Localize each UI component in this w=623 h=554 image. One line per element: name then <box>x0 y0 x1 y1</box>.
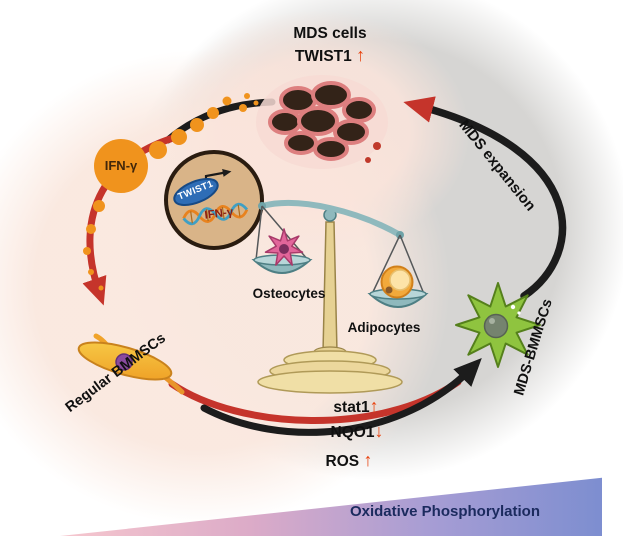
balance-scale <box>251 199 429 394</box>
ifn-gamma-circle <box>94 139 148 193</box>
nqo1-text: NQO1 <box>330 424 375 441</box>
nqo1-label: NQO1↓ <box>302 420 412 443</box>
stat1-text: stat1 <box>333 399 370 416</box>
twist1-text: TWIST1 <box>294 48 352 66</box>
ifn-gamma-label: IFN-γ <box>104 158 138 173</box>
twist1-up-arrow: ↑ <box>356 45 366 66</box>
arrow-right-black-mds-expansion <box>403 96 567 300</box>
stat1-up-arrow: ↑ <box>369 396 379 416</box>
ros-label: ROS ↑ <box>294 449 404 472</box>
dna-helix-icon <box>182 202 249 226</box>
regular-bmmsc-icon <box>77 333 185 395</box>
mds-bmmsc-icon <box>455 282 541 368</box>
osteocyte-icon <box>264 228 304 266</box>
twist1-pill-icon <box>173 177 219 207</box>
adipocyte-icon <box>380 265 414 299</box>
nqo1-down-arrow: ↓ <box>374 421 384 441</box>
mds-cell-cluster <box>256 75 388 169</box>
osteocytes-label: Osteocytes <box>252 286 326 301</box>
oxphos-label: Oxidative Phosphorylation <box>349 503 541 520</box>
mds-cells-text: MDS cells <box>293 25 367 42</box>
arrow-bottom-black <box>200 357 482 436</box>
ros-text: ROS <box>325 453 360 470</box>
ifn-gamma-dots <box>83 93 259 291</box>
ros-up-arrow: ↑ <box>363 450 373 470</box>
twist1-ifng-inset <box>164 150 264 250</box>
stat1-label: stat1↑ <box>301 395 411 418</box>
adipocytes-label: Adipocytes <box>347 320 421 335</box>
mds-cells-label: MDS cells TWIST1 ↑ <box>265 24 395 68</box>
